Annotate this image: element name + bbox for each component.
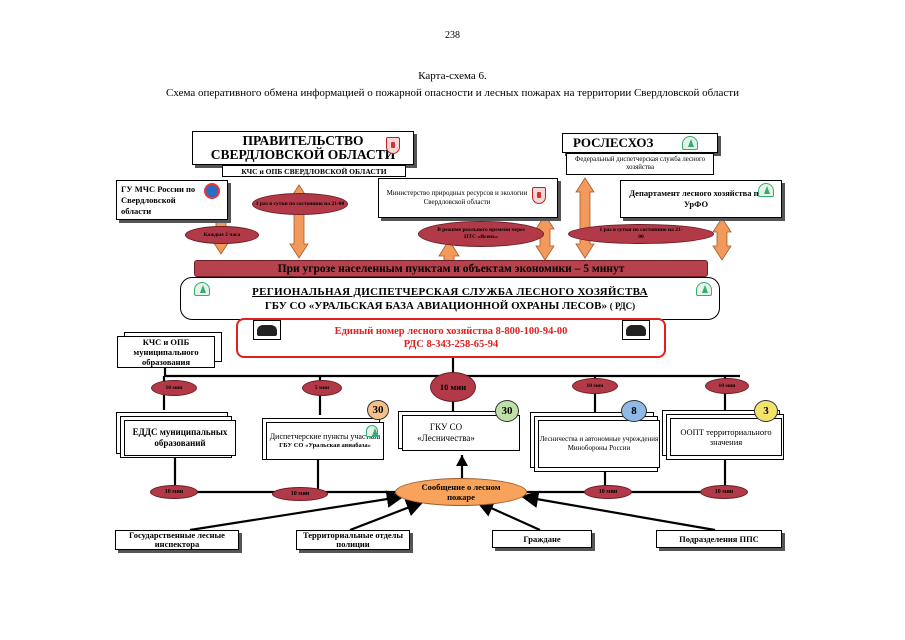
edds-box: ЕДДС муниципальных образований [124, 420, 236, 456]
diagram-title: Схема оперативного обмена информацией о … [166, 87, 739, 99]
department-logo-icon [758, 183, 774, 197]
government-subtitle: КЧС и ОПБ СВЕРДЛОВСКОЙ ОБЛАСТИ [222, 165, 406, 177]
hotline-box: Единый номер лесного хозяйства 8-800-100… [236, 318, 666, 358]
oval-bottom-3: 10 мин [584, 485, 632, 499]
government-title-line2: СВЕРДЛОВСКОЙ ОБЛАСТИ [210, 147, 396, 162]
source-pps: Подразделения ППС [656, 530, 782, 548]
department-box: Департамент лесного хозяйства по УрФО [620, 180, 782, 218]
military-box: Лесничества и автономные учреждения Мино… [538, 420, 660, 468]
report-oval: Сообщение о лесном пожаре [395, 478, 527, 506]
federal-dispatch-box: Федеральный диспетчерская служба лесного… [566, 153, 714, 175]
ministry-emblem-icon [532, 187, 546, 204]
roslesozashchita-logo-icon [682, 136, 698, 150]
government-box: ПРАВИТЕЛЬСТВО СВЕРДЛОВСКОЙ ОБЛАСТИ [192, 131, 414, 165]
source-inspectors: Государственные лесные инспектора [115, 530, 239, 550]
hotline-line2: РДС 8-343-258-65-94 [403, 339, 499, 350]
mchs-emblem-icon [204, 183, 220, 199]
oval-oopt-10min: 10 мин [705, 378, 749, 394]
gku-box: ГКУ СО «Лесничества» [402, 415, 520, 451]
oval-realtime: В режиме реального времени через ПТС «Яс… [418, 221, 544, 247]
oopt-box: ООПТ территориального значения [670, 418, 782, 456]
rds-left-logo-icon [194, 282, 210, 296]
government-title-line1: ПРАВИТЕЛЬСТВО [242, 133, 364, 148]
dispatch-line2: ГБУ СО «Уральская авиабаза» [279, 442, 371, 449]
sverdlovsk-emblem-icon [386, 137, 400, 154]
rds-suffix: ( РДС) [609, 300, 636, 311]
badge-military: 8 [621, 400, 647, 422]
oval-once-daily-right: 1 раз в сутки по состоянию на 21-00 [568, 224, 714, 244]
badge-oopt: 3 [754, 400, 778, 422]
oval-once-daily-left: 1 раз в сутки по состоянию на 21-00 [252, 193, 348, 215]
rds-line2: ГБУ СО «УРАЛЬСКАЯ БАЗА АВИАЦИОННОЙ ОХРАН… [264, 299, 607, 312]
phone-right-icon [622, 320, 650, 340]
threat-time-bar: При угрозе населенным пунктам и объектам… [194, 260, 708, 277]
rds-right-logo-icon [696, 282, 712, 296]
map-caption: Карта-схема 6. [418, 70, 487, 82]
rds-line2-wrap: ГБУ СО «УРАЛЬСКАЯ БАЗА АВИАЦИОННОЙ ОХРАН… [265, 299, 635, 313]
source-citizens: Граждане [492, 530, 592, 548]
hotline-line1: Единый номер лесного хозяйства 8-800-100… [334, 326, 568, 337]
oval-dispatch-5min: 5 мин [302, 380, 342, 396]
rds-line1: РЕГИОНАЛЬНАЯ ДИСПЕТЧЕРСКАЯ СЛУЖБА ЛЕСНОГ… [252, 285, 648, 298]
oval-bottom-2: 10 мин [272, 487, 328, 501]
oval-bottom-1: 10 мин [150, 485, 198, 499]
phone-left-icon [253, 320, 281, 340]
badge-gku: 30 [495, 400, 519, 422]
source-police: Территориальные отделы полиции [296, 530, 410, 550]
roslesozashchita-box: РОСЛЕСХОЗ [562, 133, 718, 153]
oval-military-10min: 10 мин [572, 378, 618, 394]
oval-every-2h: Каждые 2 часа [185, 226, 259, 244]
oval-center-10min: 10 мин [430, 372, 476, 402]
ministry-box: Министерство природных ресурсов и эколог… [378, 178, 558, 218]
kchs-mun-box: КЧС и ОПБ муниципального образования [117, 336, 215, 368]
oval-edds-10min: 10 мин [151, 380, 197, 396]
dispatch-box: Диспетчерские пункты участков ГБУ СО «Ур… [266, 422, 384, 460]
oval-bottom-4: 10 мин [700, 485, 748, 499]
rds-box: РЕГИОНАЛЬНАЯ ДИСПЕТЧЕРСКАЯ СЛУЖБА ЛЕСНОГ… [180, 277, 720, 320]
page-number: 238 [445, 30, 460, 41]
dispatch-line1: Диспетчерские пункты участков [269, 432, 381, 441]
dispatch-logo-icon [366, 425, 378, 437]
badge-dispatch: 30 [367, 400, 389, 420]
